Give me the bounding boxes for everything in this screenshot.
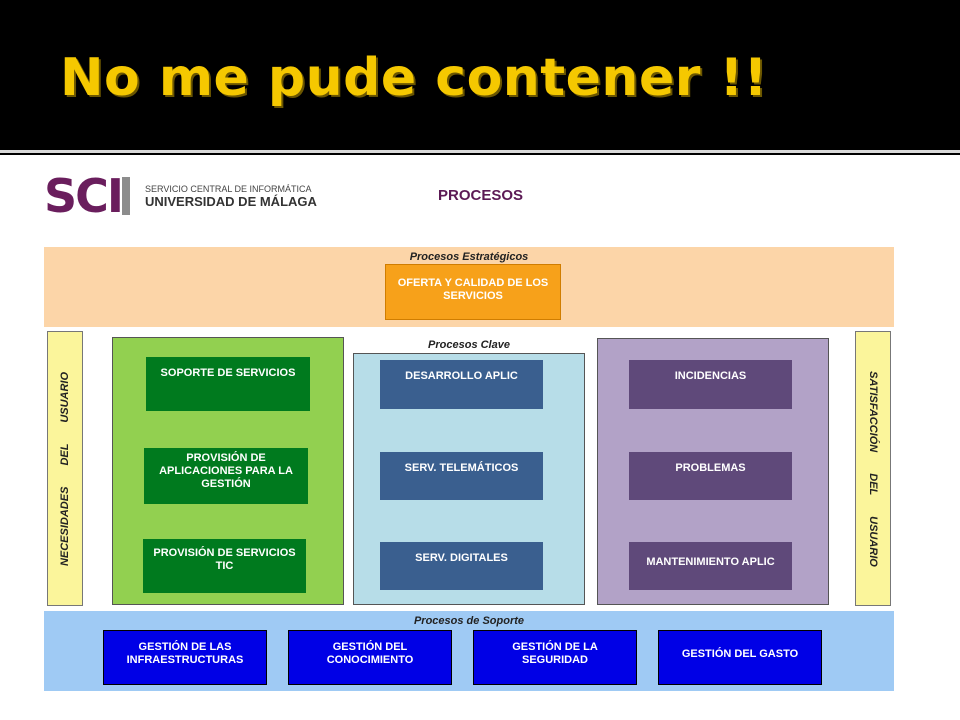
logo-line-1: SERVICIO CENTRAL DE INFORMÁTICA (145, 184, 312, 194)
sci-logo: SCI (44, 169, 124, 223)
purple-box-1: INCIDENCIAS (629, 360, 792, 409)
key-label: Procesos Clave (428, 339, 510, 351)
left-vertical-box: NECESIDADES DEL USUARIO (47, 331, 83, 606)
logo-bar (122, 177, 130, 215)
purple-box-3: MANTENIMIENTO APLIC (629, 542, 792, 590)
blue-box-3: SERV. DIGITALES (380, 542, 543, 590)
blue-box-2: SERV. TELEMÁTICOS (380, 452, 543, 500)
support-label: Procesos de Soporte (413, 615, 525, 627)
right-vertical-box: SATISFACCIÓN DEL USUARIO (855, 331, 891, 606)
title-divider (0, 150, 960, 153)
purple-box-2: PROBLEMAS (629, 452, 792, 500)
strategic-box-1: OFERTA Y CALIDAD DE LOS SERVICIOS (385, 264, 561, 320)
support-box-4: GESTIÓN DEL GASTO (658, 630, 822, 685)
green-box-1: SOPORTE DE SERVICIOS (146, 357, 310, 411)
support-box-3: GESTIÓN DE LA SEGURIDAD (473, 630, 637, 685)
left-vertical-label: NECESIDADES DEL USUARIO (59, 371, 71, 566)
strategic-label: Procesos Estratégicos (409, 251, 529, 263)
logo-line-2: UNIVERSIDAD DE MÁLAGA (145, 194, 317, 209)
support-box-1: GESTIÓN DE LAS INFRAESTRUCTURAS (103, 630, 267, 685)
slide-title: No me pude contener !! (60, 48, 768, 108)
green-box-3: PROVISIÓN DE SERVICIOS TIC (143, 539, 306, 593)
diagram-slide: SCI SERVICIO CENTRAL DE INFORMÁTICA UNIV… (0, 155, 960, 720)
blue-box-1: DESARROLLO APLIC (380, 360, 543, 409)
support-box-2: GESTIÓN DEL CONOCIMIENTO (288, 630, 452, 685)
diagram-heading: PROCESOS (438, 187, 524, 204)
right-vertical-label: SATISFACCIÓN DEL USUARIO (867, 370, 879, 567)
green-box-2: PROVISIÓN DE APLICACIONES PARA LA GESTIÓ… (144, 448, 308, 504)
